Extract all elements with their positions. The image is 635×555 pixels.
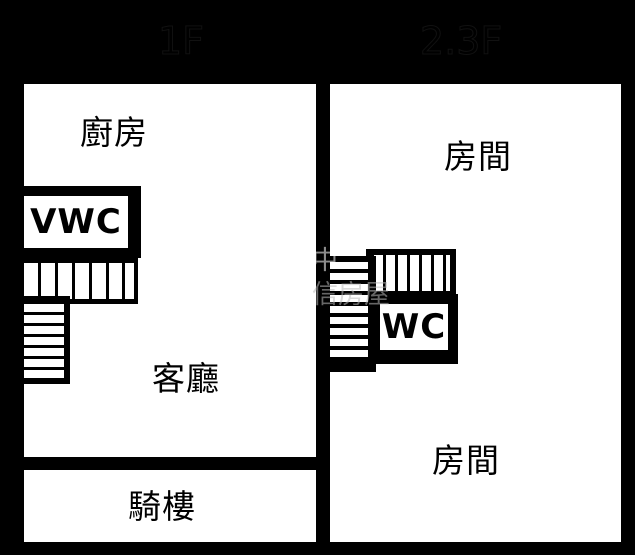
label-living-room: 客廳 [152,359,220,398]
wc-label: WC [381,307,447,347]
watermark-line-2: 信房屋 [312,280,391,310]
stairs-left-lower [24,296,70,384]
vwc-label: VWC [30,202,122,242]
stairs-right-lower [326,256,376,372]
label-kitchen: 廚房 [80,113,148,152]
stairs-right-upper [366,249,456,297]
wc-room: WC [372,294,458,364]
watermark-line-1: 中 [312,246,339,276]
room-arcade [24,470,316,542]
label-arcade: 騎樓 [128,487,196,526]
floor-label-1f: 1F [157,19,205,63]
floor-label-2-3f: 2.3F [419,19,503,63]
label-bedroom-top: 房間 [444,137,512,176]
vwc-room: VWC [24,186,141,258]
label-bedroom-bottom: 房間 [432,441,500,480]
